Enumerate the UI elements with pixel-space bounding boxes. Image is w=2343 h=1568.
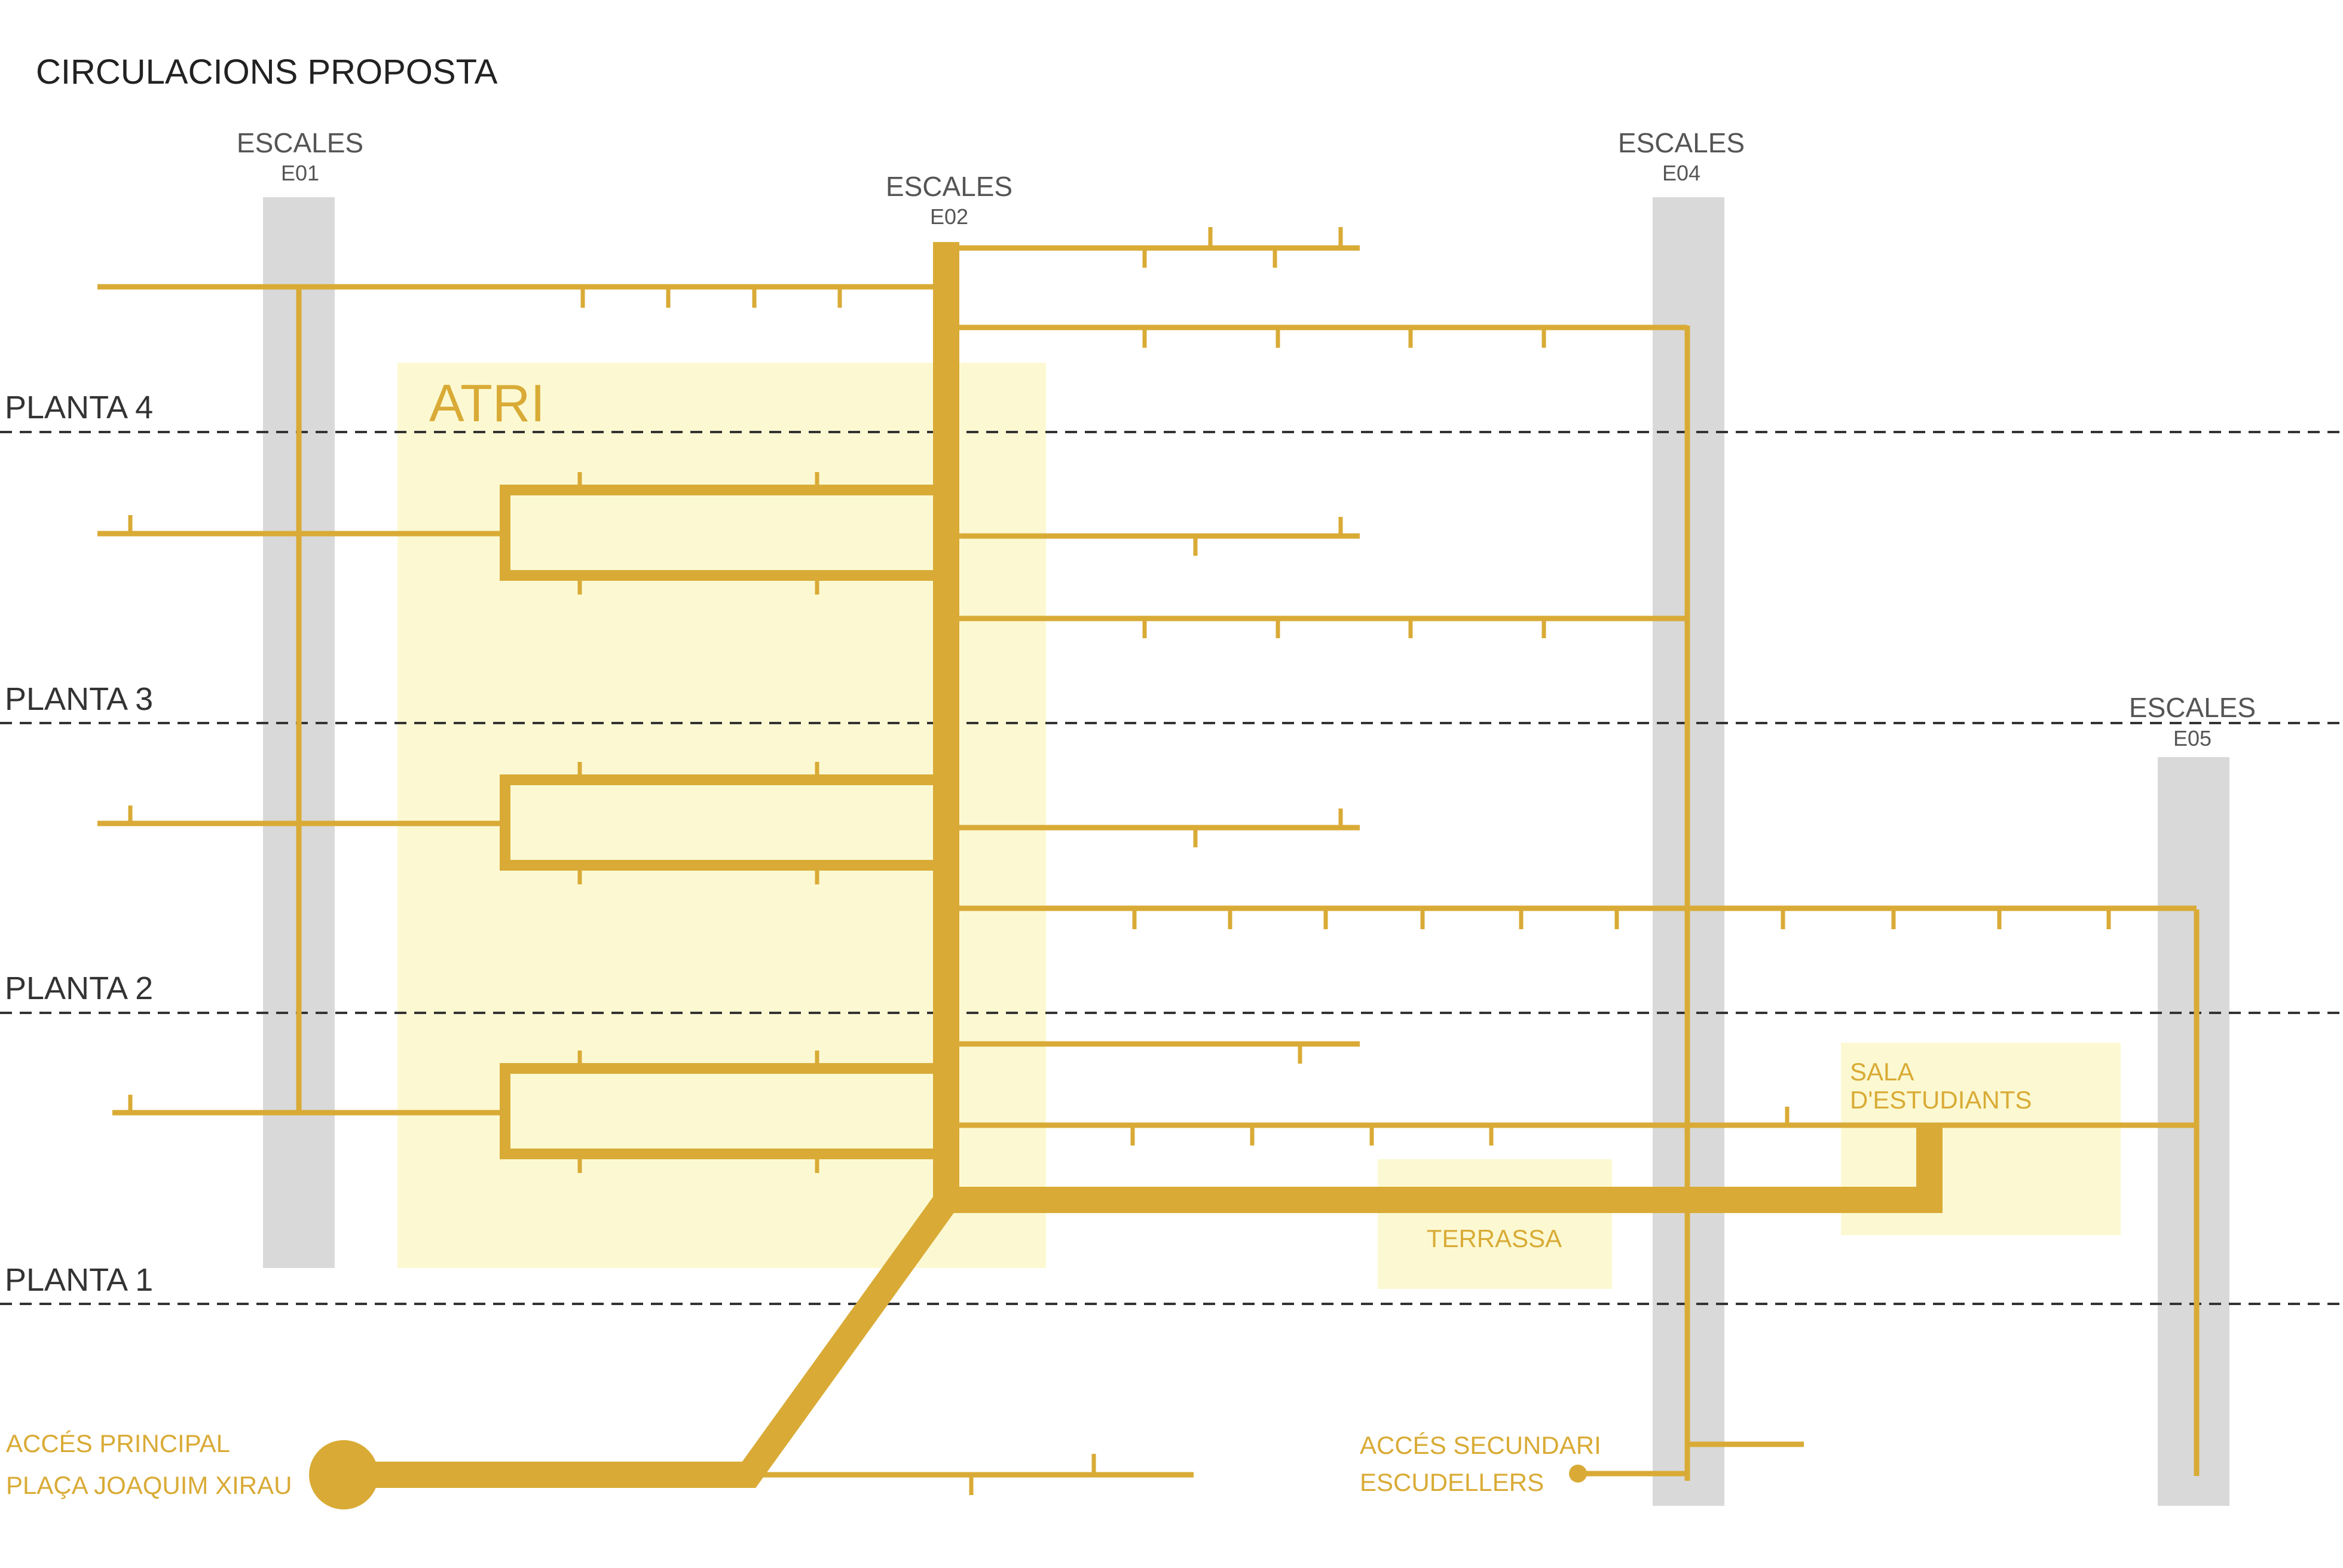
stair-id-e01: E01: [281, 161, 319, 185]
main-access-point: [309, 1440, 378, 1509]
floor-label-2: PLANTA 2: [5, 970, 153, 1006]
sala-label-line2: D'ESTUDIANTS: [1850, 1086, 2032, 1114]
door-ticks: [128, 227, 2111, 1495]
floor-label-1: PLANTA 1: [5, 1262, 153, 1298]
main-access-label-line1: ACCÉS PRINCIPAL: [6, 1429, 230, 1457]
stair-id-e05: E05: [2173, 726, 2212, 751]
stair-shaft-e05: [2158, 757, 2229, 1506]
secondary-access-point: [1569, 1465, 1587, 1483]
floor-lines: [0, 431, 2343, 1305]
terrassa-zone: [1378, 1159, 1612, 1289]
stair-id-e04: E04: [1662, 161, 1700, 185]
floor-label-4: PLANTA 4: [5, 390, 153, 425]
stair-label-e05: ESCALES: [2129, 692, 2256, 723]
stair-label-e02: ESCALES: [886, 171, 1013, 202]
secondary-access-label-line2: ESCUDELLERS: [1360, 1468, 1544, 1496]
diagram-title: CIRCULACIONS PROPOSTA: [36, 53, 498, 91]
circulation-routes: [97, 227, 2200, 1495]
sala-label-line1: SALA: [1850, 1058, 1914, 1086]
stair-id-e02: E02: [930, 204, 968, 229]
secondary-access-label-line1: ACCÉS SECUNDARI: [1360, 1431, 1601, 1459]
stair-label-e04: ESCALES: [1618, 127, 1745, 158]
main-access-label-line2: PLAÇA JOAQUIM XIRAU: [6, 1471, 292, 1499]
stair-label-e01: ESCALES: [237, 127, 363, 158]
terrassa-label: TERRASSA: [1427, 1224, 1562, 1252]
route-to-sala: [946, 1126, 1943, 1213]
atri-label: ATRI: [429, 373, 545, 433]
floor-label-3: PLANTA 3: [5, 681, 153, 717]
